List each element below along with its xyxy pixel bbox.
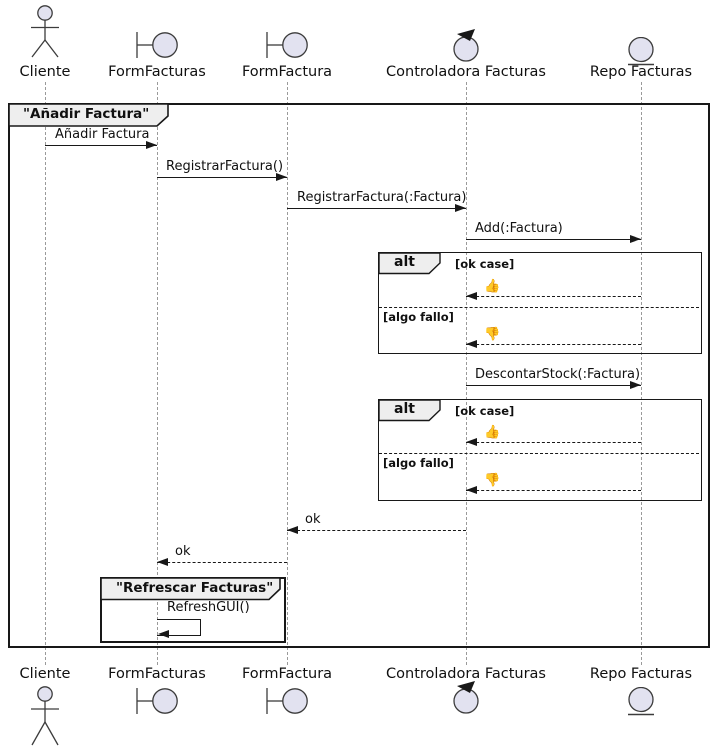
message-arrow [45, 145, 157, 146]
arrowhead-icon [276, 173, 287, 181]
return-arrow [466, 442, 641, 443]
self-message-arrow [157, 619, 201, 636]
return-arrow [466, 344, 641, 345]
thumb-down-icon: 👎 [484, 473, 501, 488]
actor-icon [31, 5, 59, 58]
alt-guard-fail: [algo fallo] [383, 310, 454, 324]
participant-label-cliente: Cliente [19, 666, 71, 682]
lifeline-formfacturas [157, 82, 158, 665]
return-label: ok [175, 544, 191, 559]
message-label: RegistrarFactura(:Factura) [297, 190, 467, 205]
participant-label-formfacturas: FormFacturas [108, 64, 206, 80]
alt-divider [379, 307, 699, 308]
message-label: Añadir Factura [55, 127, 150, 142]
frame-anadir-factura [8, 103, 710, 648]
arrowhead-icon [630, 235, 641, 243]
alt-operator-label: alt [394, 254, 415, 270]
participant-label-formfactura: FormFactura [241, 666, 333, 682]
arrowhead-icon [466, 486, 477, 494]
lifeline-repo [641, 82, 642, 665]
return-arrow [466, 296, 641, 297]
frame-title-tab [100, 577, 281, 601]
alt-operator-tab [378, 252, 441, 275]
message-arrow [157, 177, 287, 178]
participant-label-cliente: Cliente [19, 64, 71, 80]
participant-label-repo: Repo Facturas [589, 666, 693, 682]
frame-title: "Refrescar Facturas" [116, 580, 274, 596]
alt-guard-ok: [ok case] [455, 404, 515, 418]
alt-operator-tab [378, 399, 441, 422]
entity-icon [628, 687, 654, 716]
participant-label-controladora: Controladora Facturas [386, 666, 546, 682]
return-arrow [466, 490, 641, 491]
arrowhead-icon [630, 381, 641, 389]
arrowhead-icon [157, 558, 168, 566]
message-arrow [287, 208, 466, 209]
frame-title: "Añadir Factura" [23, 106, 150, 122]
thumb-down-icon: 👎 [484, 327, 501, 342]
return-arrow [157, 562, 287, 563]
arrowhead-icon [158, 630, 169, 638]
arrowhead-icon [466, 292, 477, 300]
lifeline-controladora [466, 82, 467, 665]
arrowhead-icon [466, 340, 477, 348]
participant-label-formfacturas: FormFacturas [108, 666, 206, 682]
message-label: Add(:Factura) [475, 221, 563, 236]
return-arrow [287, 530, 466, 531]
control-icon [453, 29, 479, 62]
participant-label-formfactura: FormFactura [241, 64, 333, 80]
message-arrow [466, 239, 641, 240]
arrowhead-icon [466, 438, 477, 446]
participant-label-controladora: Controladora Facturas [386, 64, 546, 80]
alt-operator-label: alt [394, 401, 415, 417]
message-label: RefreshGUI() [167, 600, 250, 615]
actor-icon [31, 686, 59, 746]
boundary-icon [136, 32, 178, 58]
arrowhead-icon [287, 526, 298, 534]
message-label: RegistrarFactura() [166, 159, 284, 174]
entity-icon [628, 37, 654, 66]
lifeline-formfactura [287, 82, 288, 665]
frame-title-tab [8, 103, 169, 127]
thumb-up-icon: 👍 [484, 279, 501, 294]
return-label: ok [305, 512, 321, 527]
alt-fragment [378, 252, 702, 354]
boundary-icon [266, 688, 308, 714]
participant-label-repo: Repo Facturas [589, 64, 693, 80]
alt-divider [379, 453, 699, 454]
boundary-icon [136, 688, 178, 714]
alt-fragment [378, 399, 702, 501]
arrowhead-icon [146, 141, 157, 149]
alt-guard-fail: [algo fallo] [383, 456, 454, 470]
message-label: DescontarStock(:Factura) [475, 367, 641, 382]
thumb-up-icon: 👍 [484, 425, 501, 440]
alt-guard-ok: [ok case] [455, 257, 515, 271]
control-icon [453, 681, 479, 714]
boundary-icon [266, 32, 308, 58]
lifeline-cliente [45, 82, 46, 665]
arrowhead-icon [455, 204, 466, 212]
message-arrow [466, 385, 641, 386]
